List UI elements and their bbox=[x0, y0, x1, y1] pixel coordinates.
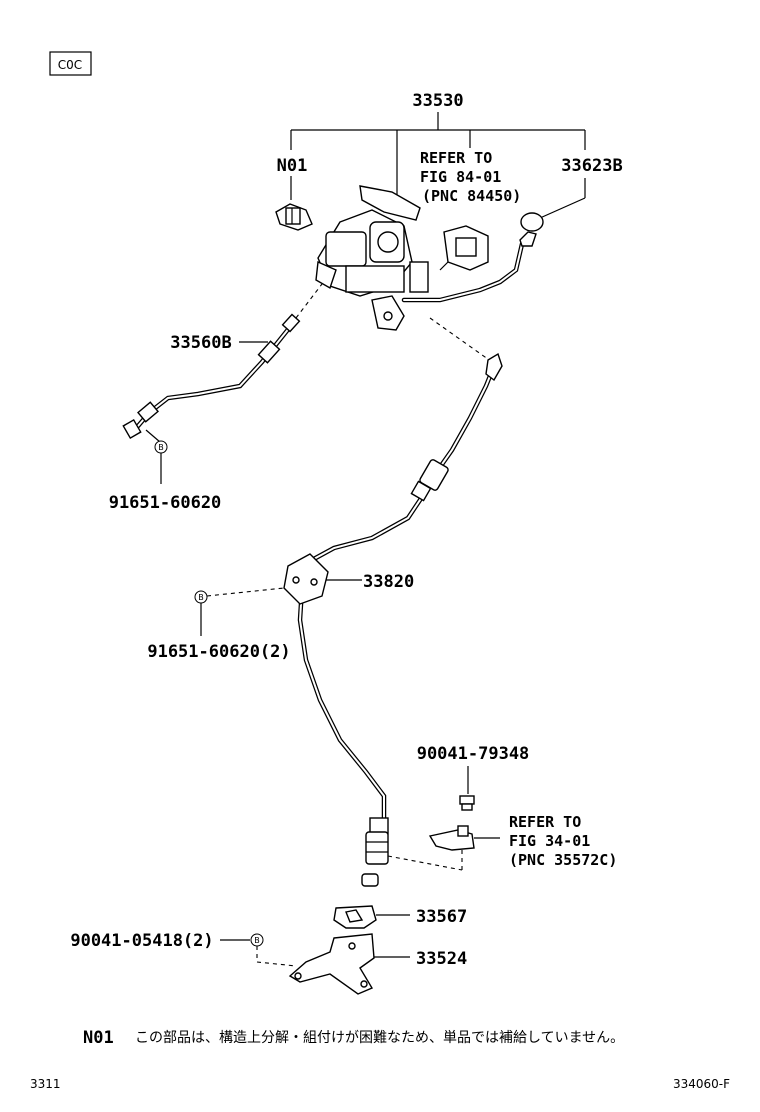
fig34-ref-bracket-drawing bbox=[428, 825, 475, 851]
bracket-33820-drawing bbox=[283, 553, 329, 605]
retainer-drawing bbox=[333, 905, 377, 929]
callout-cable-upper[interactable]: 33560B bbox=[170, 333, 231, 353]
fig34-dash bbox=[387, 855, 463, 871]
callout-retainer[interactable]: 33567 bbox=[416, 907, 467, 927]
cable-upper-drawing bbox=[122, 313, 301, 440]
refer-fig34-line1: REFER TO bbox=[509, 813, 581, 831]
callout-bolt-bottom[interactable]: 90041-05418(2) bbox=[70, 931, 213, 951]
callout-knob[interactable]: 33623B bbox=[561, 156, 622, 176]
shift-lever-assembly-drawing bbox=[315, 185, 537, 331]
code-box: C0C bbox=[49, 51, 92, 76]
footer-left: 3311 bbox=[30, 1077, 61, 1091]
code-box-label: C0C bbox=[58, 58, 82, 72]
clip-symbol-upper: B bbox=[145, 429, 168, 484]
footnote-code: N01 bbox=[83, 1028, 114, 1048]
refer-fig34-line3: (PNC 35572C) bbox=[509, 851, 617, 869]
n01-part-drawing bbox=[275, 203, 313, 231]
fig84-ref-part-drawing bbox=[439, 225, 489, 271]
svg-text:B: B bbox=[254, 936, 260, 945]
main-shift-cable-drawing bbox=[297, 352, 503, 887]
cable-upper-dash bbox=[295, 283, 323, 319]
svg-text:B: B bbox=[158, 443, 164, 452]
lower-bracket-drawing bbox=[288, 933, 375, 995]
main-cable-dash bbox=[429, 317, 493, 363]
refer-fig84-line2: FIG 84-01 bbox=[420, 168, 501, 186]
refer-fig34-line2: FIG 34-01 bbox=[509, 832, 590, 850]
clip-symbol-bracket: B bbox=[194, 587, 285, 636]
clip-symbol-bottom: B bbox=[220, 933, 297, 967]
footer-right: 334060-F bbox=[673, 1077, 730, 1091]
callout-clip-bracket[interactable]: 91651-60620(2) bbox=[147, 642, 290, 662]
callout-assembly[interactable]: 33530 bbox=[412, 91, 463, 111]
knob-drawing bbox=[520, 212, 544, 232]
callout-bracket[interactable]: 33820 bbox=[363, 572, 414, 592]
callout-lower-bracket[interactable]: 33524 bbox=[416, 949, 467, 969]
callout-n01[interactable]: N01 bbox=[277, 156, 308, 176]
refer-fig84-line1: REFER TO bbox=[420, 149, 492, 167]
refer-fig84-line3: (PNC 84450) bbox=[422, 187, 521, 205]
footnote-text: この部品は、構造上分解・組付けが困難なため、単品では補給していません。 bbox=[135, 1030, 624, 1046]
svg-text:B: B bbox=[198, 593, 204, 602]
callout-bolt-top[interactable]: 90041-79348 bbox=[417, 744, 530, 764]
callout-clip-upper[interactable]: 91651-60620 bbox=[109, 493, 222, 513]
bolt-top-drawing bbox=[459, 795, 475, 811]
